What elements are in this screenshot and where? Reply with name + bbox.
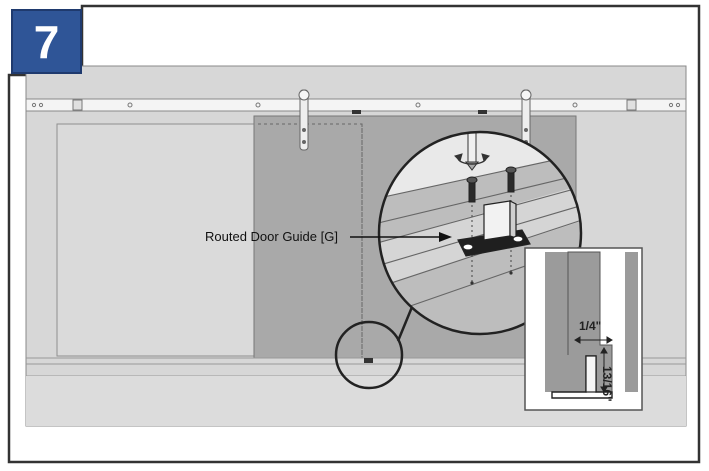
- gap-dimension-label: 1/4": [579, 319, 602, 333]
- callout-arrow: [350, 232, 452, 242]
- detail-connector: [396, 306, 414, 342]
- door-dashed-outline: [258, 123, 363, 358]
- depth-dimension-label: 13/16": [600, 366, 614, 402]
- callout-label: Routed Door Guide [G]: [205, 229, 338, 244]
- screwdriver-icon: [454, 132, 490, 171]
- door-guide-part: [457, 200, 531, 257]
- detail-circle: [334, 320, 404, 390]
- inset-detail: [524, 247, 643, 411]
- rail-screws: [31, 102, 681, 108]
- rail-stops: [72, 99, 637, 111]
- screws: [466, 166, 517, 203]
- door-hanger-left: [298, 89, 310, 151]
- step-badge: 7: [11, 9, 82, 74]
- left-panel: [56, 123, 258, 357]
- floor-guide-marker: [364, 358, 373, 363]
- step-number: 7: [33, 15, 60, 68]
- door-hanger-right: [520, 89, 532, 151]
- track-rail: [25, 98, 687, 112]
- rail-spacers: [352, 110, 487, 114]
